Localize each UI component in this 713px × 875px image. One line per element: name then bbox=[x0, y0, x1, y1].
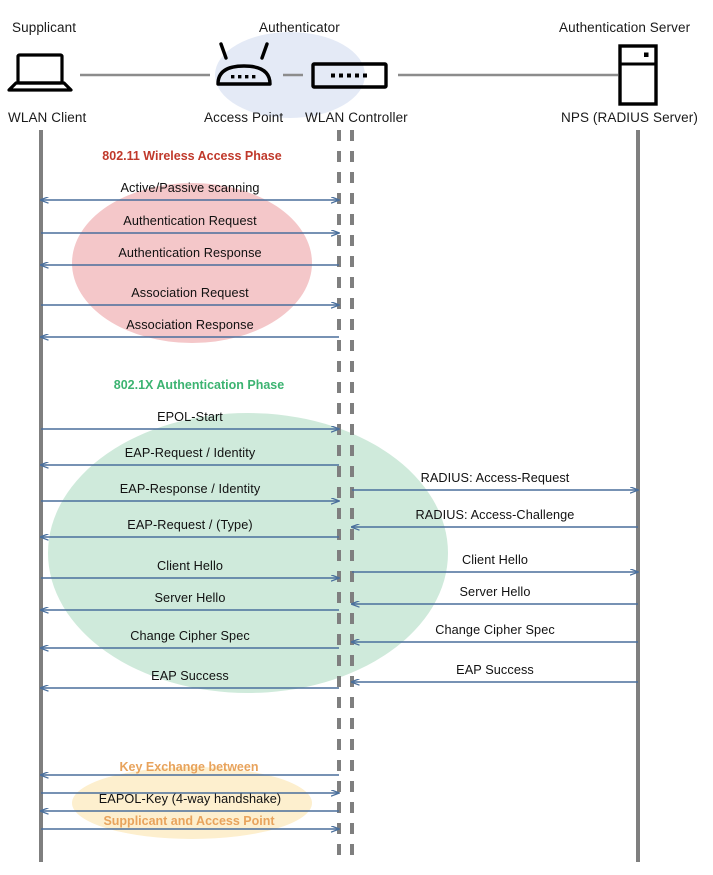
actor-name-wlan-client: WLAN Client bbox=[8, 110, 87, 125]
phase-label-dot1x-auth: 802.1X Authentication Phase bbox=[113, 378, 285, 392]
message-label-left-9: Client Hello bbox=[156, 559, 224, 573]
message-label-right-1: RADIUS: Access-Challenge bbox=[415, 508, 575, 522]
phase-label-key-exchange-line1: Key Exchange between bbox=[119, 760, 259, 774]
actor-name-nps-radius-server: NPS (RADIUS Server) bbox=[561, 110, 698, 125]
yellow-ellipse bbox=[72, 767, 312, 839]
message-label-left-6: EAP-Request / Identity bbox=[124, 446, 256, 460]
message-label-right-5: EAP Success bbox=[456, 663, 534, 677]
message-label-left-12: EAP Success bbox=[151, 669, 229, 683]
message-label-right-2: Client Hello bbox=[461, 553, 529, 567]
message-label-right-3: Server Hello bbox=[459, 585, 531, 599]
message-label-left-7: EAP-Response / Identity bbox=[119, 482, 261, 496]
lifelines bbox=[39, 130, 640, 862]
message-arrows-right bbox=[352, 490, 638, 682]
message-label-left-11: Change Cipher Spec bbox=[130, 629, 250, 643]
message-label-left-4: Association Response bbox=[126, 318, 254, 332]
actor-role-supplicant: Supplicant bbox=[12, 20, 77, 35]
message-label-right-4: Change Cipher Spec bbox=[435, 623, 555, 637]
controller-icon bbox=[311, 62, 388, 89]
message-arrows-left bbox=[41, 200, 339, 829]
phase-label-key-exchange-line2: Supplicant and Access Point bbox=[103, 814, 275, 828]
message-label-left-3: Association Request bbox=[131, 286, 249, 300]
green-ellipse bbox=[48, 413, 448, 693]
message-label-left-5: EPOL-Start bbox=[157, 410, 223, 424]
message-label-right-0: RADIUS: Access-Request bbox=[420, 471, 570, 485]
message-label-left-10: Server Hello bbox=[154, 591, 226, 605]
actor-name-access-point: Access Point bbox=[204, 110, 284, 125]
actor-role-authentication-server: Authentication Server bbox=[559, 20, 691, 35]
message-label-left-15: EAPOL-Key (4-way handshake) bbox=[98, 792, 282, 806]
phase-label-wireless-access: 802.11 Wireless Access Phase bbox=[102, 149, 282, 163]
actor-name-wlan-controller: WLAN Controller bbox=[305, 110, 408, 125]
message-label-left-0: Active/Passive scanning bbox=[120, 181, 260, 195]
message-label-left-1: Authentication Request bbox=[123, 214, 257, 228]
pink-ellipse bbox=[72, 183, 312, 343]
message-label-left-8: EAP-Request / (Type) bbox=[127, 518, 253, 532]
message-label-left-2: Authentication Response bbox=[118, 246, 262, 260]
laptop-icon bbox=[7, 53, 73, 92]
phase-label-key-exchange: Key Exchange between Supplicant and Acce… bbox=[103, 722, 274, 866]
wireless-router-icon bbox=[216, 42, 272, 86]
actor-role-authenticator: Authenticator bbox=[259, 20, 340, 35]
server-icon bbox=[618, 44, 658, 106]
